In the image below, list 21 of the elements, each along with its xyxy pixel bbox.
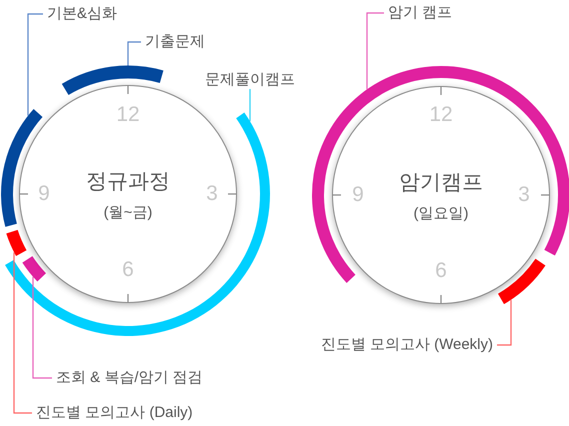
leader-line: [127, 41, 141, 66]
clock-face: [19, 85, 237, 303]
leader-line: [13, 252, 32, 414]
callout-label: 암기 캠프: [384, 4, 456, 22]
leader-line: [27, 13, 43, 116]
arc-segment: [62, 66, 164, 95]
leader-line: [249, 89, 251, 122]
callout-label: 기본&심화: [43, 5, 122, 23]
arc-segment: [312, 66, 569, 283]
schedule-days: (월~금): [104, 203, 152, 223]
callout-label: 문제풀이캠프: [201, 71, 299, 89]
arc-segment: [6, 230, 27, 256]
schedule-days: (일요일): [414, 204, 468, 224]
course-title: 정규과정: [86, 169, 170, 195]
course-title: 암기캠프: [399, 170, 483, 196]
clock-face: [332, 86, 550, 304]
callout-label: 진도별 모의고사 (Daily): [32, 404, 197, 422]
callout-label: 조회 & 복습/암기 점검: [52, 369, 207, 387]
leader-line: [32, 276, 52, 379]
callout-label: 기출문제: [141, 33, 209, 51]
callout-label: 진도별 모의고사 (Weekly): [316, 336, 497, 354]
